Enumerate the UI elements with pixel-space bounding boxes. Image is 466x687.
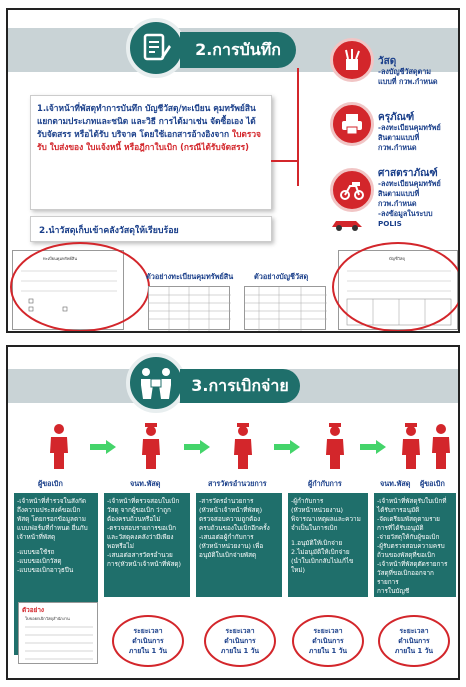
- officer-icon: [398, 423, 424, 471]
- duration-circle: ระยะเวลาดำเนินการภายใน 1 วัน: [204, 615, 276, 667]
- vehicle-icon: [330, 168, 374, 212]
- handover-icon: [126, 353, 186, 413]
- supply-account-thumbnail: [244, 286, 327, 331]
- role-label: ผู้ขอเบิก: [420, 479, 445, 488]
- pencil-cup-icon: [330, 38, 374, 82]
- section-title: 3.การเบิกจ่าย: [180, 369, 300, 403]
- recording-step-2: 2.นำวัสดุเก็บเข้าคลังวัสดุให้เรียบร้อย: [30, 216, 272, 242]
- role-label: จนท.พัสดุ: [380, 479, 411, 488]
- requester-icon: [46, 423, 72, 471]
- printer-icon: [330, 102, 374, 146]
- form-title: ใบขอยกเบิกวัสดุสำนักงาน: [25, 616, 70, 621]
- recording-panel: 2.การบันทึก 1.เจ้าหน้าที่พัสดุทำการบันทึ…: [6, 8, 460, 333]
- arrow-right-icon: [274, 439, 300, 454]
- example-requisition-form: ใบขอยกเบิกวัสดุสำนักงาน: [18, 602, 98, 664]
- role-label: ผู้ขอเบิก: [38, 479, 63, 488]
- highlight-circle: [332, 242, 458, 331]
- duration-circle: ระยะเวลาดำเนินการภายใน 1 วัน: [292, 615, 364, 667]
- highlight-circle: [10, 242, 150, 331]
- arrow-right-icon: [90, 439, 116, 454]
- step-1-red-text: ใบตรวจรับ ใบส่งของ ใบแจ้งหนี้ หรือฎีกาใบ…: [37, 129, 261, 152]
- arrow-right-icon: [360, 439, 386, 454]
- inspector-icon: [230, 423, 256, 471]
- process-step-2: -เจ้าหน้าที่ตรวจสอบใบเบิกวัสดุ จากผู้ขอเ…: [104, 493, 190, 597]
- recording-step-1: 1.เจ้าหน้าที่พัสดุทำการบันทึก บัญชีวัสดุ…: [30, 95, 272, 210]
- section-title: 2.การบันทึก: [180, 32, 296, 68]
- category-desc: -ลงทะเบียนคุมทรัพย์ สินตามแบบที่ กวพ.กำห…: [378, 123, 441, 152]
- role-label: ผู้กำกับการ: [308, 479, 342, 488]
- category-title: ศาสตราภัณฑ์: [378, 168, 438, 179]
- category-title: ครุภัณฑ์: [378, 112, 415, 123]
- car-icon: [330, 216, 364, 231]
- arrow-right-icon: [184, 439, 210, 454]
- role-label: จนท.พัสดุ: [130, 479, 161, 488]
- duration-circle: ระยะเวลาดำเนินการภายใน 1 วัน: [378, 615, 450, 667]
- category-title: วัสดุ: [378, 56, 397, 67]
- disbursement-panel: 3.การเบิกจ่าย ผู้ขอเบิก จนท.พัสดุ สารวัต…: [6, 345, 460, 680]
- requester-icon: [428, 423, 454, 471]
- process-step-3: -สารวัตรอำนวยการ(หัวหน้าเจ้าหน้าที่พัสดุ…: [196, 493, 282, 597]
- process-step-4: -ผู้กำกับการ(หัวหน้าหน่วยงาน)พิจารณาเหตุ…: [288, 493, 368, 597]
- example-label: ตัวอย่าง: [22, 606, 45, 614]
- step-1-text: 1.เจ้าหน้าที่พัสดุทำการบันทึก บัญชีวัสดุ…: [37, 103, 256, 139]
- duration-circle: ระยะเวลาดำเนินการภายใน 1 วัน: [112, 615, 184, 667]
- category-desc: -ลงทะเบียนคุมทรัพย์ สินตามแบบที่ กวพ.กำห…: [378, 179, 441, 228]
- supply-account-label: ตัวอย่างบัญชีวัสดุ: [254, 272, 309, 281]
- process-step-5: -เจ้าหน้าที่พัสดุรับใบเบิกที่ได้รับการอน…: [374, 493, 456, 597]
- asset-register-thumbnail: [148, 286, 231, 331]
- category-desc: -ลงบัญชีวัสดุตาม แบบที่ กวพ.กำหนด: [378, 67, 438, 86]
- document-pen-icon: [126, 18, 186, 78]
- asset-register-label: ตัวอย่างทะเบียนคุมทรัพย์สิน: [146, 272, 234, 281]
- role-label: สารวัตรอำนวยการ: [208, 479, 267, 488]
- officer-icon: [138, 423, 164, 471]
- connector-line: [271, 160, 299, 162]
- superintendent-icon: [322, 423, 348, 471]
- connector-line: [297, 68, 299, 186]
